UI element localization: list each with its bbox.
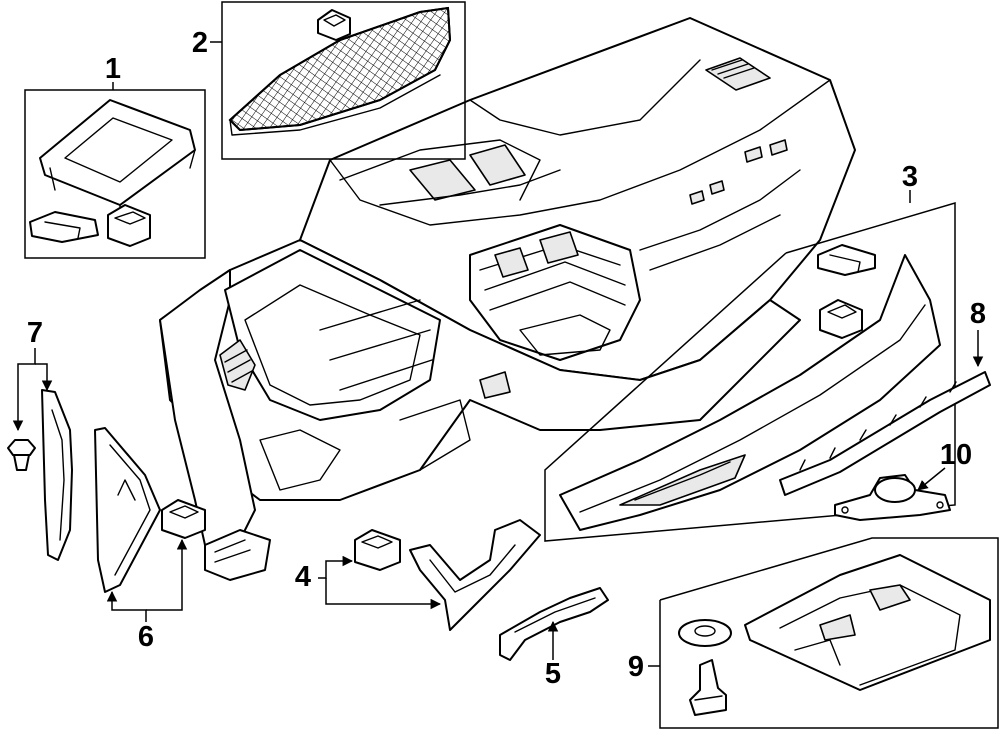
callout-9: 9 [628,651,644,683]
part-9-box [659,537,999,729]
callout-8: 8 [970,298,986,330]
part-4-clip [354,529,401,571]
part-9-grommet [678,619,732,647]
callout-10: 10 [940,439,972,471]
part-7-trim [41,389,73,561]
part-4-trim [409,519,541,631]
part-9-pin [689,659,727,716]
callout-4: 4 [295,561,311,593]
part-10-bracket [834,474,951,521]
part-9-panel [744,554,991,691]
callout-7: 7 [27,317,43,349]
part-3-clips [817,244,876,339]
part-8-strip [779,371,991,496]
part-6-side-panel [94,427,161,593]
callout-5: 5 [545,658,561,690]
part-3-trim [559,254,941,531]
part-1-clips [29,204,151,247]
part-6-clip [161,499,206,539]
part-7-clip [7,439,36,471]
part-5-handle [499,587,609,661]
part-1-bezel [39,99,196,216]
callout-6: 6 [138,621,154,653]
part-2-clip [317,9,351,41]
callout-1: 1 [105,53,121,85]
part-1-box [24,89,206,259]
callout-2: 2 [192,27,208,59]
part-2-box [221,1,466,160]
instrument-panel-body [159,17,856,581]
callout-3: 3 [902,161,918,193]
part-2-grille [228,6,452,136]
part-3-box [544,201,956,542]
